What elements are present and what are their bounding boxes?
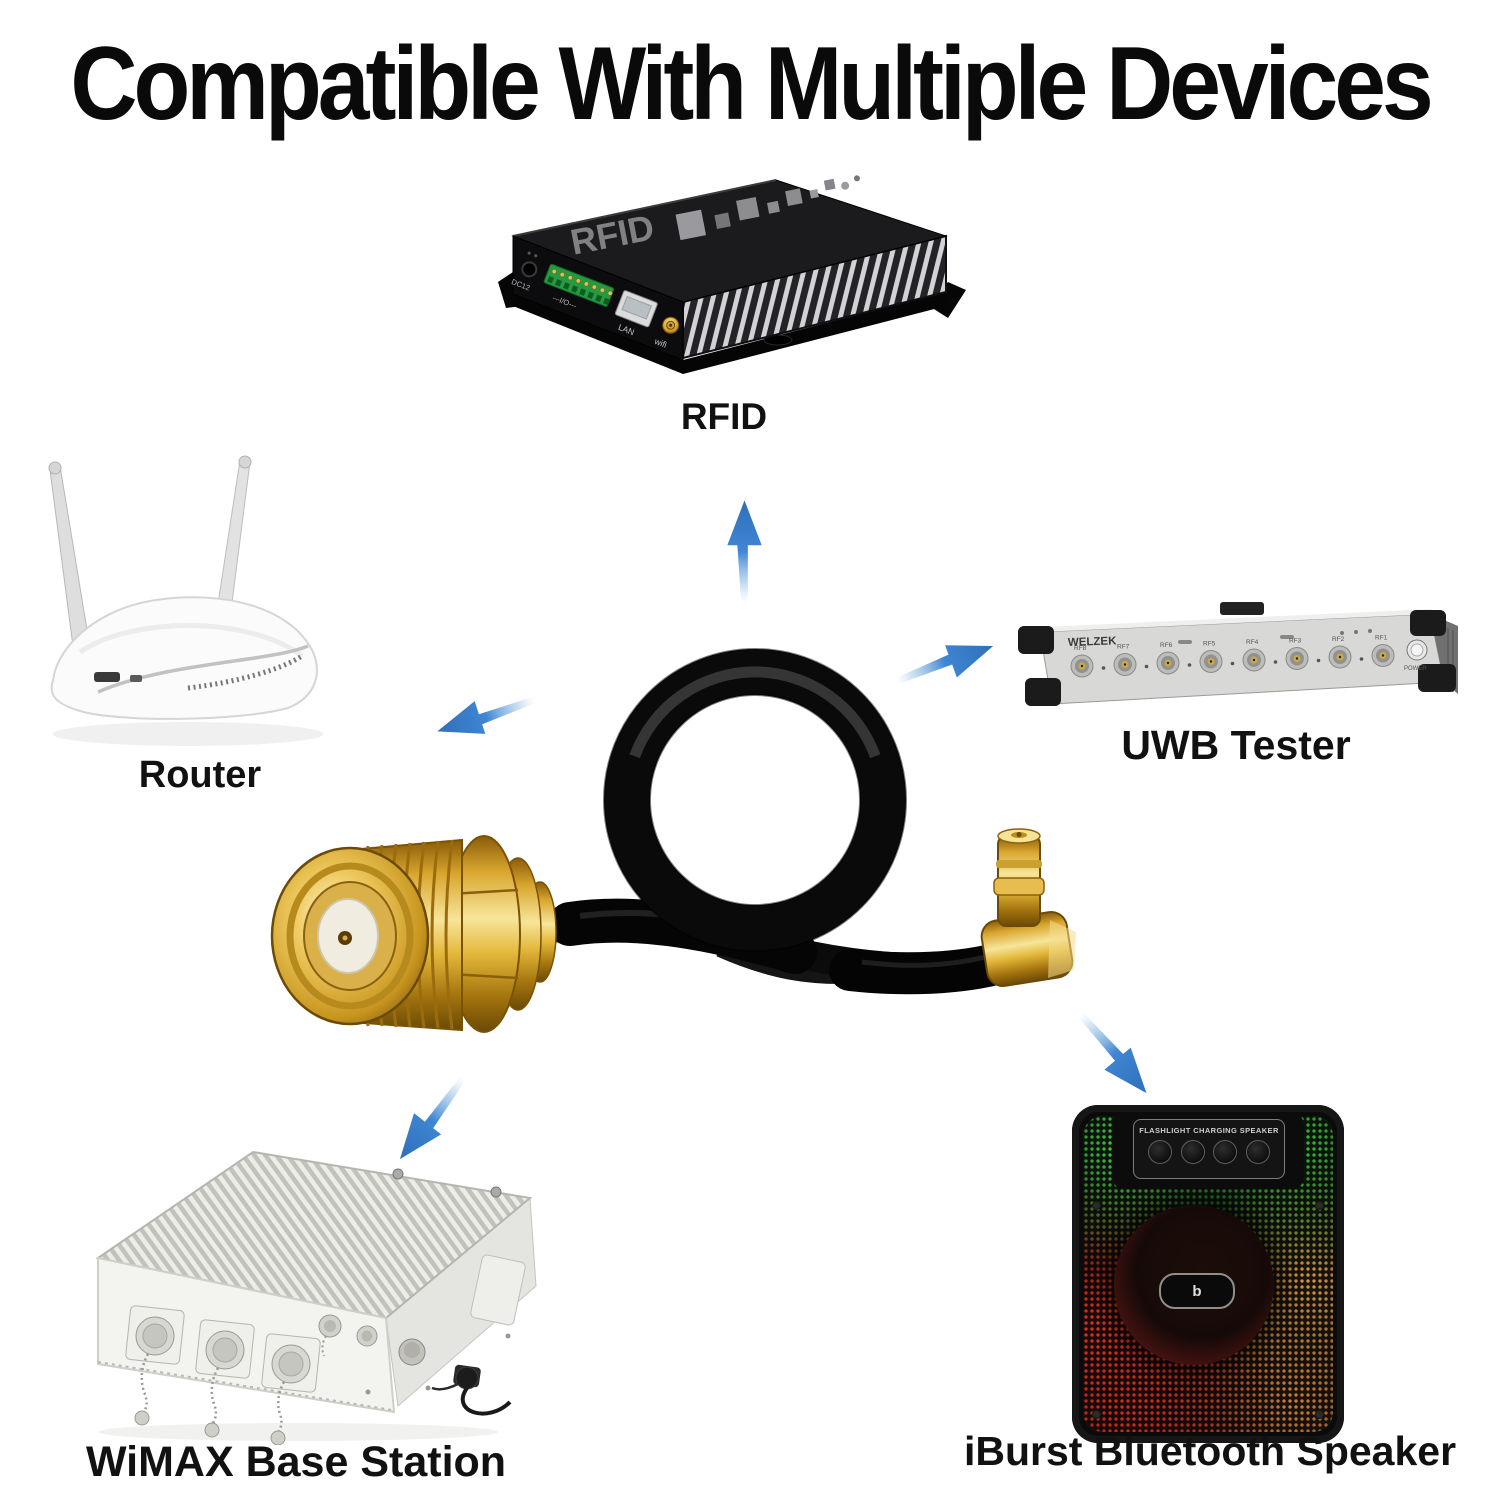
speaker-driver: b — [1114, 1205, 1274, 1365]
arrow-to-wimax — [399, 1076, 466, 1160]
router-port-slot — [94, 672, 120, 682]
speaker-scan-button — [1180, 1140, 1205, 1164]
device-label-router: Router — [138, 754, 262, 796]
device-label-wimax: WiMAX Base Station — [85, 1438, 507, 1486]
speaker-prev-button — [1148, 1140, 1173, 1164]
svg-text:RF1: RF1 — [1375, 635, 1388, 642]
wimax-base-station-image — [95, 1150, 537, 1446]
rfid-wifi-label: wifi — [652, 336, 668, 350]
wimax-small-connector — [318, 1314, 378, 1357]
router-vent — [187, 653, 304, 691]
device-wimax — [68, 1140, 553, 1446]
page-title: Compatible With Multiple Devices — [70, 25, 1433, 142]
mmcx-center-pin — [1016, 832, 1022, 837]
wimax-dome-connector — [398, 1338, 426, 1366]
svg-text:RF8: RF8 — [1074, 645, 1087, 652]
uwb-tester-image: WELZEK RF8 RF7 RF6 RF5 RF4 RF3 RF2 RF1 — [1018, 602, 1458, 706]
speaker-next-button — [1213, 1140, 1238, 1164]
device-label-speaker: iBurst Bluetooth Speaker — [963, 1428, 1457, 1474]
router-body — [50, 596, 318, 720]
router-image — [48, 455, 323, 746]
uwb-power-button: POWER — [1404, 639, 1428, 672]
wimax-rf-connector — [195, 1319, 255, 1438]
uwb-bracket — [1418, 664, 1456, 692]
rfid-reader-image: RFID DC12 — [498, 175, 966, 374]
product-cable — [250, 618, 1110, 1058]
speaker-control-panel: FLASHLIGHT CHARGING SPEAKER — [1133, 1119, 1285, 1179]
sma-center-socket — [342, 935, 348, 941]
uwb-bracket — [1025, 678, 1061, 706]
sma-female-connector — [270, 835, 557, 1033]
arrow-to-speaker — [1078, 1012, 1147, 1094]
svg-text:RF3: RF3 — [1289, 638, 1302, 645]
svg-text:RF4: RF4 — [1246, 639, 1259, 646]
device-label-uwb: UWB Tester — [1121, 722, 1351, 768]
device-rfid: RFID DC12 — [478, 172, 970, 402]
svg-text:RF5: RF5 — [1203, 641, 1216, 648]
device-label-rfid: RFID — [680, 396, 768, 437]
uwb-brand: WELZEK — [1068, 635, 1118, 649]
speaker-screw — [1315, 1410, 1324, 1419]
speaker-panel-title: FLASHLIGHT CHARGING SPEAKER — [1139, 1126, 1279, 1135]
wimax-cable-connector — [431, 1364, 512, 1416]
mmcx-right-angle-connector — [980, 828, 1076, 988]
arrow-to-router — [437, 696, 536, 734]
svg-text:RF6: RF6 — [1160, 642, 1173, 649]
speaker-screw — [1092, 1201, 1101, 1210]
speaker-logo: b — [1159, 1273, 1235, 1309]
uwb-bracket — [1018, 626, 1054, 654]
cable-image — [270, 648, 1076, 1033]
device-uwb-tester: WELZEK RF8 RF7 RF6 RF5 RF4 RF3 RF2 RF1 — [1012, 602, 1460, 737]
speaker-screw — [1092, 1410, 1101, 1419]
arrow-to-rfid — [727, 500, 762, 603]
wimax-rf-connector — [125, 1305, 185, 1426]
uwb-handle — [1220, 602, 1264, 615]
device-router — [38, 448, 338, 760]
speaker-logo-glyph: b — [1192, 1282, 1202, 1300]
cable-loop — [603, 648, 907, 952]
arrow-to-uwb-tester — [896, 645, 994, 685]
rfid-dc-jack — [521, 261, 538, 278]
svg-text:RF2: RF2 — [1332, 636, 1345, 643]
speaker-screw — [1315, 1201, 1324, 1210]
uwb-rf-ports: RF8 RF7 RF6 RF5 RF4 RF3 RF2 RF1 — [1070, 635, 1395, 678]
uwb-power-label: POWER — [1404, 666, 1427, 672]
uwb-bracket — [1410, 610, 1446, 636]
svg-text:RF7: RF7 — [1117, 644, 1130, 651]
device-speaker: b FLASHLIGHT CHARGING SPEAKER — [1072, 1105, 1344, 1443]
speaker-mode-button — [1245, 1140, 1270, 1164]
wimax-rf-connector — [261, 1333, 321, 1446]
